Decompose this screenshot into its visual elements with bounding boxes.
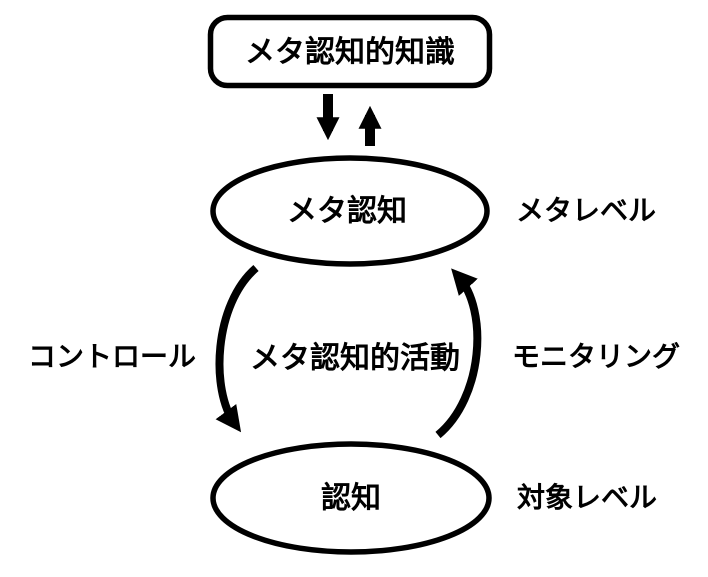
- knowledge-box: [207, 14, 493, 89]
- control-label: コントロール: [28, 340, 196, 373]
- cognition-ellipse: [210, 441, 492, 555]
- control-arrow: [215, 264, 259, 433]
- meta-ellipse-label: メタ認知: [287, 194, 407, 229]
- knowledge-box-label: メタ認知的知識: [245, 35, 455, 70]
- meta-level-label: メタレベル: [516, 194, 656, 227]
- monitoring-label: モニタリング: [512, 340, 680, 373]
- activity-label: メタ認知的活動: [250, 341, 460, 376]
- meta-ellipse: [210, 155, 490, 267]
- cognition-ellipse-label: 認知: [321, 481, 381, 516]
- object-level-label: 対象レベル: [517, 481, 657, 514]
- monitoring-arrow: [435, 268, 482, 439]
